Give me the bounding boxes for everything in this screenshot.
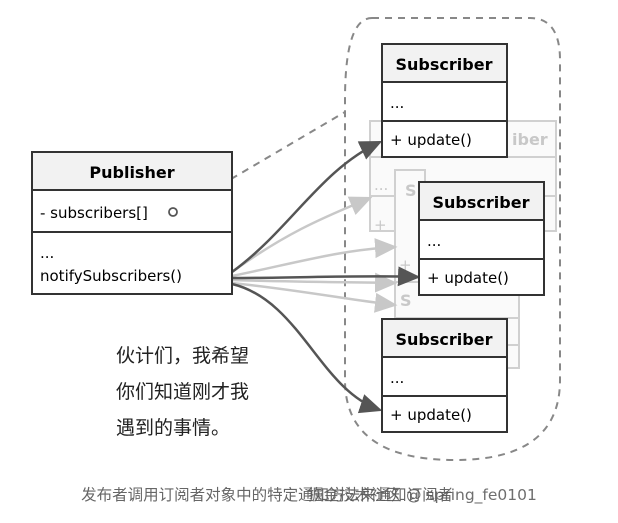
faded-label-iber: iber [512,130,548,149]
faded-label-s1: S [405,181,417,200]
caption-text: 发布者调用订阅者对象中的特定通知方法来通知订阅者 [81,486,454,504]
subscriber-1-update: + update() [390,131,472,149]
subscriber-2-update: + update() [427,269,509,287]
figure-caption: 发布者调用订阅者对象中的特定通知方法来通知订阅者 掘金技术社区 @ spring… [0,483,618,505]
publisher-notify-method: notifySubscribers() [40,267,182,285]
subscriber-1-ellipsis: ... [390,94,404,112]
faded-label-s2: S [400,291,412,310]
faded-arrow-3 [231,272,398,293]
subscriber-3-title: Subscriber [396,330,493,349]
notify-arrow-middle [231,266,421,287]
faded-arrow-4 [231,281,398,313]
publisher-title: Publisher [89,163,174,182]
subscriber-1-title: Subscriber [396,55,493,74]
faded-arrow-1 [231,196,373,274]
faded-label-plus2: + [399,256,412,274]
subscriber-2-ellipsis: ... [427,232,441,250]
subscriber-class-3: Subscriber ... + update() [381,318,508,433]
subscriber-2-title: Subscriber [433,193,530,212]
faded-label-plus: + [374,216,387,234]
publisher-ellipsis: ... [40,244,54,262]
subscriber-class-2: Subscriber ... + update() [418,181,545,296]
speech-line-2: 你们知道刚才我 [116,381,250,403]
publisher-subscribers-field: - subscribers[] [40,204,148,222]
subscriber-3-ellipsis: ... [390,369,404,387]
publisher-speech-text: 伙计们，我希望 你们知道刚才我 遇到的事情。 [116,338,286,446]
subscriber-3-update: + update() [390,406,472,424]
speech-line-1: 伙计们，我希望 [116,345,250,367]
faded-label-dots: ... [374,176,388,194]
notify-arrow-bottom [231,282,383,414]
watermark-text: 掘金技术社区 @ spring_fe0101 [308,486,537,504]
notify-arrow-top [231,140,383,274]
subscriber-class-1: Subscriber ... + update() [381,43,508,158]
faded-arrow-2 [231,238,398,278]
reference-dot-icon [168,207,178,217]
speech-line-3: 遇到的事情。 [116,417,231,439]
publisher-class: Publisher - subscribers[] ... notifySubs… [31,151,233,295]
